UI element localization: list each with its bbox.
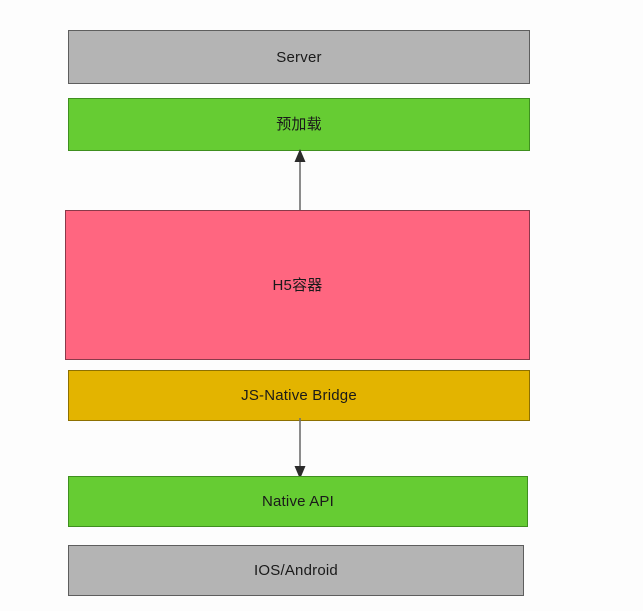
- arrowhead-down-icon: [294, 466, 306, 479]
- node-server[interactable]: Server: [68, 30, 530, 84]
- node-native-api[interactable]: Native API: [68, 476, 528, 527]
- node-server-label: Server: [276, 48, 322, 66]
- node-preload[interactable]: 预加载: [68, 98, 530, 151]
- node-js-native-bridge-label: JS-Native Bridge: [241, 387, 357, 404]
- node-ios-android[interactable]: IOS/Android: [68, 545, 524, 596]
- node-preload-label: 预加载: [276, 116, 322, 133]
- node-ios-android-label: IOS/Android: [254, 562, 338, 579]
- node-h5-container-label: H5容器: [272, 276, 323, 294]
- connector-h5-to-preload: [294, 149, 306, 214]
- node-h5-container[interactable]: H5容器: [65, 210, 530, 360]
- node-js-native-bridge[interactable]: JS-Native Bridge: [68, 370, 530, 421]
- node-native-api-label: Native API: [261, 493, 335, 510]
- connector-bridge-to-native-api: [294, 418, 306, 479]
- arrowhead-up-icon: [294, 149, 306, 162]
